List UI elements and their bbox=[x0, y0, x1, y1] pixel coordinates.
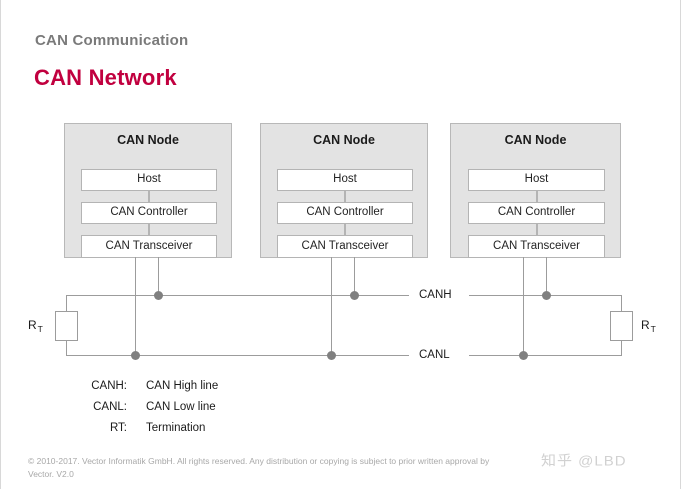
legend: CANH: CAN High line CANL: CAN Low line RT:… bbox=[61, 376, 218, 439]
can-node-2-transceiver: CAN Transceiver bbox=[277, 235, 413, 258]
right-termination-resistor-label: RT bbox=[641, 318, 656, 334]
page-title: CAN Network bbox=[34, 65, 177, 90]
legend-row-canh: CANH: CAN High line bbox=[61, 376, 218, 397]
left-terminator-top-wire bbox=[66, 295, 67, 311]
can-node-3-controller: CAN Controller bbox=[468, 202, 605, 224]
node-1-canh-junction-dot bbox=[154, 291, 163, 300]
copyright-footer: © 2010-2017. Vector Informatik GmbH. All… bbox=[28, 455, 656, 481]
copyright-line-2: Vector. V2.0 bbox=[28, 469, 74, 479]
right-resistor-symbol: R bbox=[641, 318, 650, 332]
node-2-canl-junction-dot bbox=[327, 351, 336, 360]
legend-value-canh: CAN High line bbox=[146, 380, 219, 392]
can-node-1-controller: CAN Controller bbox=[81, 202, 217, 224]
node-2-canh-junction-dot bbox=[350, 291, 359, 300]
canl-bus-label: CANL bbox=[419, 349, 450, 361]
canh-bus-segment-left bbox=[66, 295, 409, 296]
node-1-canl-junction-dot bbox=[131, 351, 140, 360]
can-node-1-host: Host bbox=[81, 169, 217, 191]
node-2-canh-drop bbox=[354, 257, 355, 296]
can-node-3-transceiver: CAN Transceiver bbox=[468, 235, 605, 258]
can-node-2-title: CAN Node bbox=[313, 133, 375, 147]
can-node-1-transceiver: CAN Transceiver bbox=[81, 235, 217, 258]
can-node-3: CAN Node Host CAN Controller CAN Transce… bbox=[450, 123, 621, 258]
node-3-canl-junction-dot bbox=[519, 351, 528, 360]
right-terminator-top-wire bbox=[621, 295, 622, 311]
can-node-1: CAN Node Host CAN Controller CAN Transce… bbox=[64, 123, 232, 258]
right-termination-resistor bbox=[610, 311, 633, 341]
left-resistor-symbol: R bbox=[28, 318, 37, 332]
can-node-1-link-host-controller bbox=[148, 190, 150, 202]
left-terminator-bottom-wire bbox=[66, 341, 67, 356]
node-2-canl-drop bbox=[331, 257, 332, 356]
slide-kicker: CAN Communication bbox=[35, 32, 189, 49]
node-3-canh-drop bbox=[546, 257, 547, 296]
legend-row-rt: RT: Termination bbox=[61, 418, 218, 439]
legend-key-canh: CANH: bbox=[91, 380, 127, 392]
can-node-2-link-host-controller bbox=[344, 190, 346, 202]
legend-row-canl: CANL: CAN Low line bbox=[61, 397, 218, 418]
right-resistor-subscript: T bbox=[650, 324, 656, 334]
left-termination-resistor-label: RT bbox=[28, 318, 43, 334]
node-3-canh-junction-dot bbox=[542, 291, 551, 300]
node-3-canl-drop bbox=[523, 257, 524, 356]
can-node-3-link-host-controller bbox=[536, 190, 538, 202]
can-node-1-link-controller-transceiver bbox=[148, 223, 150, 235]
can-node-2-host: Host bbox=[277, 169, 413, 191]
can-node-2-controller: CAN Controller bbox=[277, 202, 413, 224]
left-resistor-subscript: T bbox=[37, 324, 43, 334]
can-node-1-title: CAN Node bbox=[117, 133, 179, 147]
node-1-canl-drop bbox=[135, 257, 136, 356]
legend-value-rt: Termination bbox=[146, 422, 206, 434]
canl-bus-segment-left bbox=[66, 355, 409, 356]
canl-bus-segment-right bbox=[469, 355, 621, 356]
legend-key-canl: CANL: bbox=[93, 401, 127, 413]
can-node-2-link-controller-transceiver bbox=[344, 223, 346, 235]
left-termination-resistor bbox=[55, 311, 78, 341]
copyright-line-1: © 2010-2017. Vector Informatik GmbH. All… bbox=[28, 456, 490, 466]
legend-value-canl: CAN Low line bbox=[146, 401, 216, 413]
can-node-2: CAN Node Host CAN Controller CAN Transce… bbox=[260, 123, 428, 258]
can-node-3-title: CAN Node bbox=[504, 133, 567, 147]
canh-bus-label: CANH bbox=[419, 289, 452, 301]
legend-key-rt: RT: bbox=[109, 422, 127, 434]
can-node-3-host: Host bbox=[468, 169, 605, 191]
can-node-3-link-controller-transceiver bbox=[536, 223, 538, 235]
node-1-canh-drop bbox=[158, 257, 159, 296]
right-terminator-bottom-wire bbox=[621, 341, 622, 356]
